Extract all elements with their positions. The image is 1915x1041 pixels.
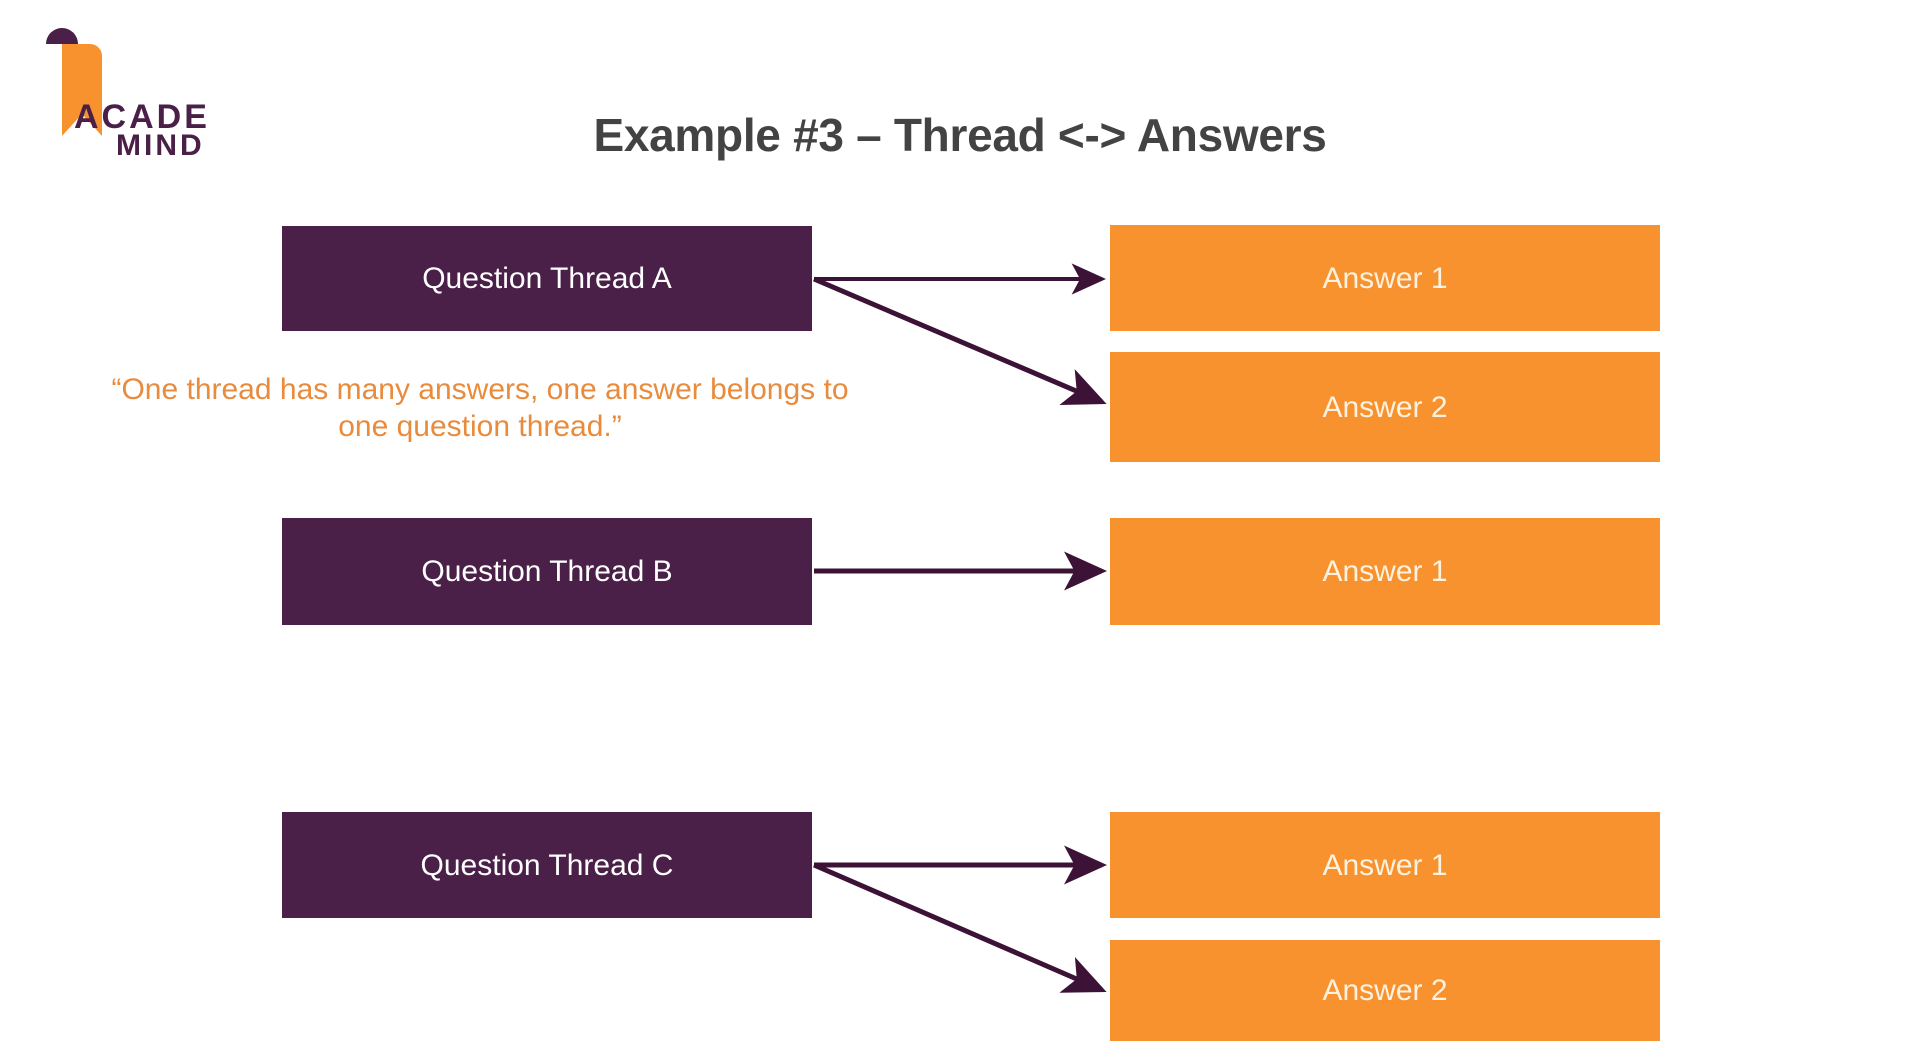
node-label: Question Thread A <box>422 262 672 295</box>
logo-text-acade: ACADE <box>74 98 210 136</box>
node-label: Answer 2 <box>1322 390 1448 424</box>
logo-banner-shape <box>62 44 102 136</box>
node-label: Answer 1 <box>1322 555 1448 588</box>
node-label: Answer 1 <box>1322 848 1448 882</box>
academind-logo: ACADE MIND <box>44 28 254 156</box>
arrow-thread-c-to-answer-2 <box>813 862 1107 993</box>
logo-cap-shape <box>46 28 78 44</box>
explanatory-quote: “One thread has many answers, one answer… <box>111 373 849 443</box>
node-question-thread-c[interactable]: Question Thread C <box>282 812 812 918</box>
node-answer-c2[interactable]: Answer 2 <box>1110 940 1660 1041</box>
node-label: Answer 1 <box>1322 261 1448 295</box>
node-answer-a2[interactable]: Answer 2 <box>1110 352 1660 462</box>
node-answer-a1[interactable]: Answer 1 <box>1110 225 1660 331</box>
node-question-thread-a[interactable]: Question Thread A <box>282 226 812 331</box>
node-label: Answer 2 <box>1322 974 1448 1007</box>
node-answer-b1[interactable]: Answer 1 <box>1110 518 1660 625</box>
node-label: Question Thread C <box>420 848 674 882</box>
page-title: Example #3 – Thread <-> Answers <box>593 109 1327 161</box>
node-question-thread-b[interactable]: Question Thread B <box>282 518 812 625</box>
node-answer-c1[interactable]: Answer 1 <box>1110 812 1660 918</box>
node-label: Question Thread B <box>421 555 673 588</box>
logo-text-mind: MIND <box>116 129 205 156</box>
